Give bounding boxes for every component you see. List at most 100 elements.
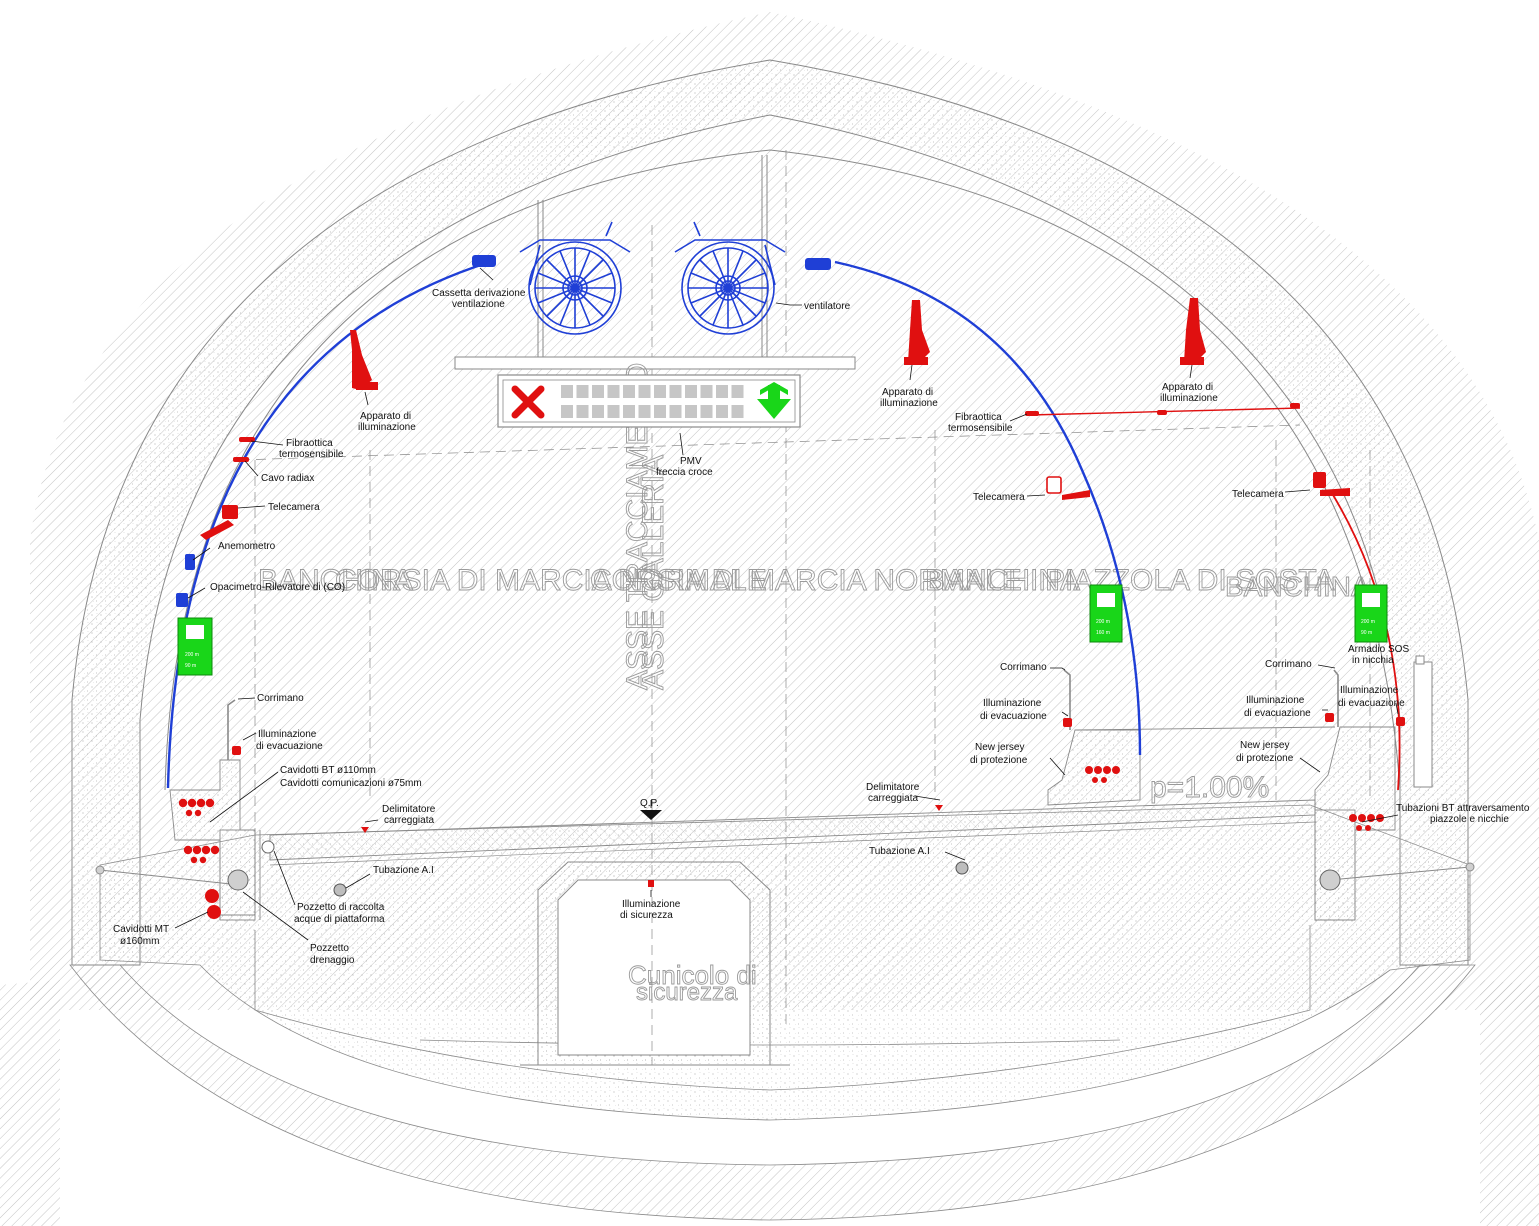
blue-lining-cable bbox=[166, 260, 1142, 789]
ventilation-junction-box-icon bbox=[472, 255, 831, 270]
outer-lining bbox=[71, 59, 1469, 966]
conduit-pipe bbox=[1365, 825, 1371, 831]
pmv-pixel-block bbox=[623, 385, 635, 398]
label-armadio-1: Armadio SOS bbox=[1348, 644, 1409, 655]
label-cavo-radiax: Cavo radiax bbox=[261, 473, 314, 484]
label-pozzetto-raccolta-2: acque di piattaforma bbox=[294, 914, 385, 925]
sign-left-line1: 200 m bbox=[185, 652, 199, 658]
emergency-sign-right: 200 m 90 m bbox=[1354, 584, 1388, 643]
watermark-cunicolo-2: sicurezza bbox=[636, 979, 738, 1006]
conduit-pipe bbox=[196, 798, 206, 808]
conduit-pipe bbox=[1085, 766, 1093, 774]
label-pozzetto-dren-2: drenaggio bbox=[310, 955, 355, 966]
label-evac-far-2: di evacuazione bbox=[1338, 698, 1405, 709]
label-delim-right-2: carreggiata bbox=[868, 793, 918, 804]
label-evac-left-2: di evacuazione bbox=[256, 741, 323, 752]
conduit-pipe bbox=[199, 856, 207, 864]
conduit-pipe bbox=[185, 809, 193, 817]
pmv-pixel-block bbox=[638, 385, 651, 398]
mt-conduit bbox=[205, 889, 219, 903]
conduit-pipe bbox=[194, 809, 202, 817]
label-corrimano-left: Corrimano bbox=[257, 693, 304, 704]
pmv-pixel-block bbox=[576, 385, 589, 398]
label-newjersey-right-2: di protezione bbox=[1236, 753, 1294, 764]
pmv-pixel-block bbox=[576, 405, 589, 418]
label-delim-left-2: carreggiata bbox=[384, 815, 434, 826]
watermark-slope: p=1.00% bbox=[1150, 771, 1269, 804]
label-tubazioni-bt-1: Tubazioni BT attraversamento bbox=[1396, 803, 1530, 814]
foundation bbox=[99, 804, 1471, 1121]
middle-barrier bbox=[1047, 726, 1336, 806]
axis-lines bbox=[239, 150, 1371, 1065]
watermark-banchina-left: BANCHINA bbox=[258, 564, 413, 597]
label-cassetta-2: ventilazione bbox=[452, 299, 505, 310]
label-armadio-2: in nicchia bbox=[1352, 655, 1394, 666]
camera-mid-icon bbox=[1046, 476, 1090, 500]
conduit-pipe bbox=[1349, 814, 1357, 822]
drainage-pipes bbox=[227, 840, 1341, 897]
pmv-pixel-block bbox=[607, 385, 620, 398]
label-cassetta-1: Cassetta derivazione bbox=[432, 288, 526, 299]
sign-mid-line1: 200 m bbox=[1096, 619, 1110, 625]
inner-arch bbox=[164, 149, 1401, 791]
label-tubazione-right: Tubazione A.I bbox=[869, 846, 930, 857]
label-evac-far-1: Illuminazione bbox=[1340, 685, 1399, 696]
conduit-pipe bbox=[1358, 814, 1366, 822]
watermark-asse-galleria: ASSE GALLERIA bbox=[637, 455, 670, 690]
sign-right-line2: 90 m bbox=[1361, 630, 1372, 636]
label-pozzetto-dren-1: Pozzetto bbox=[310, 943, 349, 954]
pmv-pixel-block bbox=[700, 385, 713, 398]
label-tubazione-left: Tubazione A.I bbox=[373, 865, 434, 876]
label-illum-sicurezza-1: Illuminazione bbox=[622, 899, 681, 910]
conduit-pipe bbox=[210, 845, 220, 855]
watermark-cunicolo-1: Cunicolo di bbox=[628, 960, 757, 990]
pmv-pixel-block bbox=[685, 385, 697, 398]
label-telecamera-right: Telecamera bbox=[1232, 489, 1284, 500]
label-cavidotti-mt-1: Cavidotti MT bbox=[113, 924, 169, 935]
cable-clips bbox=[233, 403, 1300, 462]
sign-mid-line2: 160 m bbox=[1096, 630, 1110, 636]
qp-marker-icon bbox=[640, 810, 662, 820]
label-apparato-right-1: Apparato di bbox=[1162, 382, 1213, 393]
label-evac-mid-1: Illuminazione bbox=[983, 698, 1042, 709]
watermark-corsia-left: CORSIA DI MARCIA NORMALE bbox=[335, 564, 767, 597]
label-apparato-mid-2: illuminazione bbox=[880, 398, 938, 409]
pmv-panel bbox=[497, 374, 801, 428]
conduit-pipe bbox=[1101, 777, 1107, 783]
sign-right-line1: 200 m bbox=[1361, 619, 1375, 625]
camera-right-icon bbox=[1313, 472, 1350, 496]
label-apparato-right-2: illuminazione bbox=[1160, 393, 1218, 404]
conduit-pipe bbox=[1376, 814, 1384, 822]
pmv-pixel-block bbox=[654, 405, 666, 418]
label-apparato-left-2: illuminazione bbox=[358, 422, 416, 433]
label-corrimano-mid: Corrimano bbox=[1000, 662, 1047, 673]
fan-support-frame bbox=[454, 155, 856, 370]
label-delim-left-1: Delimitatore bbox=[382, 804, 436, 815]
label-cavidotti-bt: Cavidotti BT ø110mm bbox=[280, 765, 376, 776]
handrails bbox=[227, 669, 1339, 760]
pmv-dot-matrix bbox=[561, 385, 744, 418]
label-fibra-right-2: termosensibile bbox=[948, 423, 1013, 434]
conduit-pipe bbox=[187, 798, 197, 808]
label-cavidotti-com: Cavidotti comunicazioni ø75mm bbox=[280, 778, 422, 789]
pmv-pixel-block bbox=[731, 385, 744, 398]
label-pmv-2: freccia croce bbox=[656, 467, 713, 478]
watermark-banchina-mid: BANCHINA bbox=[925, 564, 1080, 597]
label-cavidotti-mt-2: ø160mm bbox=[120, 936, 159, 947]
pmv-pixel-block bbox=[669, 405, 682, 418]
watermarks: BANCHINA CORSIA DI MARCIA NORMALE CORSIA… bbox=[258, 362, 1371, 1006]
label-illum-sicurezza-2: di sicurezza bbox=[620, 910, 673, 921]
emergency-sign-mid: 200 m 160 m bbox=[1089, 584, 1123, 643]
pmv-pixel-block bbox=[716, 385, 728, 398]
pmv-pixel-block bbox=[638, 405, 651, 418]
conduit-pipe bbox=[1092, 777, 1098, 783]
pmv-pixel-block bbox=[623, 405, 635, 418]
label-telecamera-mid: Telecamera bbox=[973, 492, 1025, 503]
label-apparato-left-1: Apparato di bbox=[360, 411, 411, 422]
mt-conduit bbox=[207, 905, 221, 919]
conduit-pipe bbox=[190, 856, 198, 864]
anemometer-icon bbox=[176, 554, 195, 607]
pmv-pixel-block bbox=[592, 405, 604, 418]
pmv-pixel-block bbox=[685, 405, 697, 418]
